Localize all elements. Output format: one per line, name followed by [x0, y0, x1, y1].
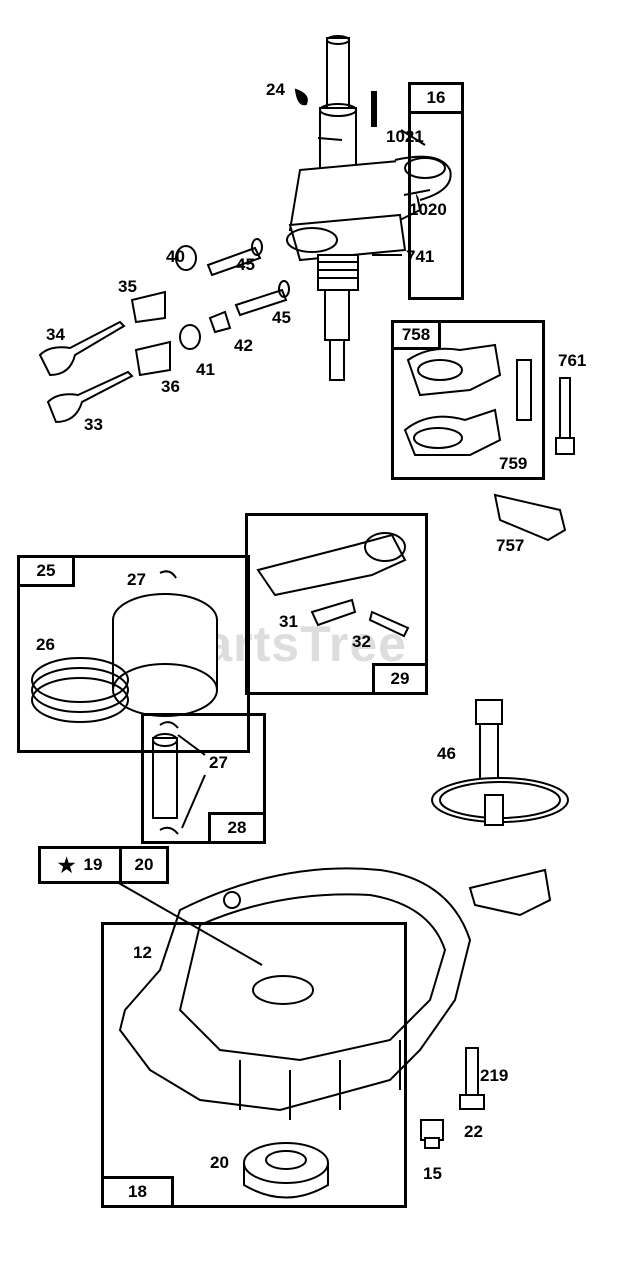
box-758: [391, 320, 545, 480]
box-19: ★ 19: [38, 846, 122, 884]
callout-12: 12: [133, 943, 152, 962]
crankshaft-drawing: [286, 35, 452, 381]
box-28-tag: 28: [208, 812, 266, 844]
callout-741: 741: [406, 247, 435, 266]
callout-45-lower: 45: [272, 308, 291, 327]
callout-1021: 1021: [386, 127, 424, 146]
callout-31: 31: [279, 612, 298, 631]
box-16-tag: 16: [408, 82, 464, 114]
callout-32: 32: [352, 632, 371, 651]
callout-15: 15: [423, 1164, 442, 1183]
callout-759: 759: [499, 454, 528, 473]
valves-drawing: [38, 238, 290, 424]
box-18: [101, 922, 407, 1208]
callout-27-lower: 27: [209, 753, 228, 772]
callout-36: 36: [161, 377, 180, 396]
star-icon: ★: [57, 854, 76, 877]
callout-22: 22: [464, 1122, 483, 1141]
callout-757: 757: [496, 536, 525, 555]
callout-46: 46: [437, 744, 456, 763]
callout-34: 34: [46, 325, 65, 344]
callout-33: 33: [84, 415, 103, 434]
sump-drawing: [118, 867, 472, 1120]
box-19-label: 19: [83, 855, 103, 874]
callout-41: 41: [196, 360, 215, 379]
box-25-tag: 25: [17, 555, 75, 587]
box-20: 20: [119, 846, 169, 884]
box-29-tag: 29: [372, 663, 428, 695]
box-29: [245, 513, 428, 695]
callout-1020: 1020: [409, 200, 447, 219]
callout-761: 761: [558, 351, 587, 370]
callout-42: 42: [234, 336, 253, 355]
box-25: [17, 555, 250, 753]
callout-35: 35: [118, 277, 137, 296]
callout-40: 40: [166, 247, 185, 266]
box-18-tag: 18: [101, 1176, 174, 1208]
callout-24: 24: [266, 80, 285, 99]
callout-27-upper: 27: [127, 570, 146, 589]
callout-26: 26: [36, 635, 55, 654]
box-16: [408, 82, 464, 300]
box-28: [141, 713, 266, 844]
callout-219: 219: [480, 1066, 509, 1085]
box-758-tag: 758: [391, 320, 441, 350]
callout-45-upper: 45: [236, 255, 255, 274]
callout-20: 20: [210, 1153, 229, 1172]
